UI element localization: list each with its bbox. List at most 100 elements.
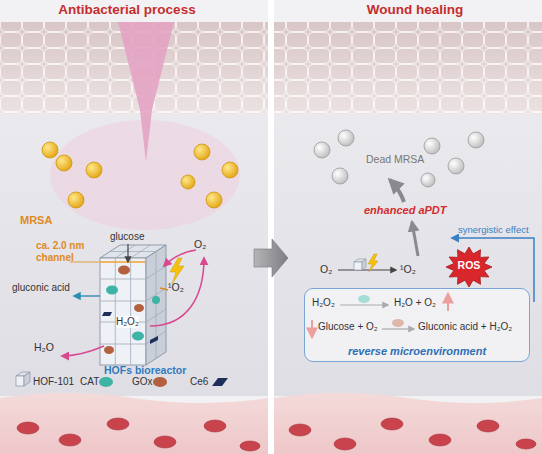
dead-mrsa-bacteria	[332, 168, 348, 184]
left-flow-arrows	[170, 258, 184, 284]
dead-mrsa-bacteria	[314, 142, 330, 158]
ros-burst: ROS	[446, 247, 492, 287]
hof-cube	[118, 266, 130, 275]
dead-mrsa-bacteria	[468, 132, 484, 148]
node-heading: Antibacterial process	[0, 3, 254, 18]
legend-text: HOF-101	[33, 376, 74, 387]
legend-item: HOF-101	[33, 376, 74, 387]
right-panel-background	[274, 114, 542, 396]
node-heading: reverse microenvironment	[305, 345, 529, 357]
mrsa-bacteria	[181, 175, 195, 189]
blood-cells	[17, 418, 536, 451]
left-flow-arrows	[70, 262, 99, 263]
ros-burst-shape	[446, 247, 492, 287]
blood-cells	[516, 439, 536, 449]
blood-cells	[381, 418, 403, 430]
mrsa-bacteria	[42, 142, 238, 208]
left-flow-arrows	[127, 244, 128, 262]
legend-item: CAT	[80, 376, 99, 387]
legend-icons	[24, 372, 30, 386]
right-flow-arrows	[368, 254, 378, 272]
right-flow-arrows	[338, 269, 396, 270]
hof-cube	[150, 336, 158, 344]
mrsa-bacteria	[222, 162, 238, 178]
right-flow-arrows	[362, 259, 366, 270]
legend-text: Ce6	[190, 376, 208, 387]
left-flow-arrows	[62, 346, 104, 356]
left-flow-arrows	[62, 244, 204, 356]
annotation-label: O₂	[320, 263, 332, 275]
annotation-label: ca. 2.0 nm channel	[36, 240, 94, 263]
hof-cube	[102, 312, 112, 316]
right-panel-background	[274, 0, 542, 454]
hof-cube	[134, 304, 144, 312]
hof-cube	[132, 332, 144, 341]
hof-cube	[100, 258, 146, 365]
node-heading: ROS	[446, 260, 492, 272]
annotation-label: Dead MRSA	[366, 153, 424, 165]
legend-icons	[153, 377, 167, 387]
annotation-label: Gluconic acid + H₂O₂	[418, 321, 512, 333]
mrsa-bacteria	[86, 162, 102, 178]
mrsa-bacteria	[42, 142, 58, 158]
annotation-label: HOFs bioreactor	[104, 364, 186, 376]
wound	[118, 22, 174, 162]
legend-icons	[99, 377, 113, 387]
dead-mrsa-bacteria	[314, 130, 484, 187]
hof-cube	[100, 245, 166, 365]
hof-cube	[104, 346, 114, 354]
blood-cells	[429, 434, 451, 446]
blood-cells	[204, 420, 226, 432]
blood-cells	[59, 434, 81, 446]
annotation-label: glucose	[110, 231, 144, 243]
dead-mrsa-bacteria	[421, 173, 435, 187]
hof-cube	[146, 245, 166, 365]
annotation-label: H₂O	[34, 341, 54, 353]
blood-cells	[107, 418, 129, 430]
flow-arrow	[254, 239, 288, 277]
legend-text: CAT	[80, 376, 99, 387]
right-panel-background	[274, 393, 542, 454]
dead-mrsa-bacteria	[338, 130, 354, 146]
right-panel-background	[274, 0, 542, 454]
blood-cells	[240, 441, 260, 451]
blood-cells	[289, 424, 311, 436]
mrsa-bacteria	[206, 192, 222, 208]
left-flow-arrows	[160, 288, 168, 290]
blood-cells	[334, 438, 356, 450]
hof-cube	[100, 261, 146, 263]
mrsa-bacteria	[194, 144, 210, 160]
blood-cells	[17, 422, 39, 434]
legend-item: GOx	[132, 376, 153, 387]
annotation-label: gluconic acid	[12, 282, 70, 294]
hof-cube	[100, 258, 146, 365]
wound	[50, 22, 240, 230]
left-panel-background	[0, 114, 268, 396]
mrsa-bacteria	[68, 192, 84, 208]
right-panel-background	[274, 22, 542, 114]
legend-item: Ce6	[190, 376, 208, 387]
hof-cube	[110, 245, 156, 258]
legend-icons	[16, 376, 24, 386]
annotation-label: Glucose + O₂	[318, 321, 378, 333]
left-flow-arrows	[74, 295, 100, 296]
annotation-label: synergistic effect	[458, 225, 529, 236]
hof-cube	[146, 252, 166, 359]
right-flow-arrows	[390, 180, 404, 202]
hof-cube	[152, 296, 160, 304]
right-flow-arrows	[354, 262, 362, 270]
annotation-label: H₂O + O₂	[394, 297, 436, 309]
annotation-label: enhanced aPDT	[364, 204, 447, 217]
right-flow-arrows	[412, 222, 418, 256]
dead-mrsa-bacteria	[424, 138, 440, 154]
left-flow-arrows	[150, 258, 204, 326]
right-panel-background	[274, 22, 542, 114]
left-panel-background	[0, 393, 268, 454]
legend-text: GOx	[132, 376, 153, 387]
annotation-label: H₂O₂	[312, 297, 335, 309]
annotation-label: H₂O₂	[116, 316, 139, 328]
blood-cells	[477, 420, 499, 432]
hof-cube	[106, 286, 118, 295]
